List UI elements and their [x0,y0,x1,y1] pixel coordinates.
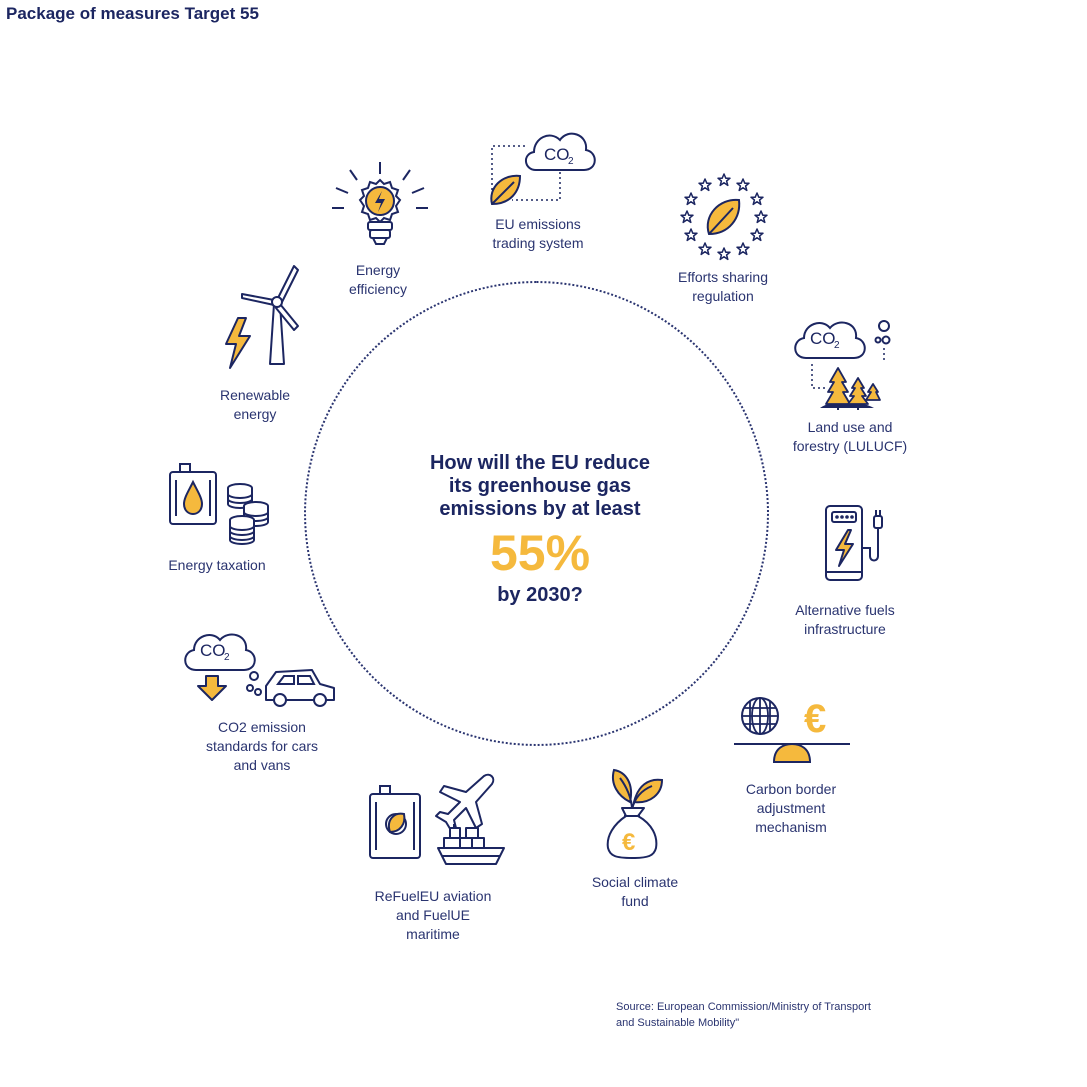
label-refuel: ReFuelEU aviation and FuelUE maritime [343,887,523,944]
label-line: Social climate [591,874,679,890]
label-line: trading system [492,235,584,251]
center-question: How will the EU reduce its greenhouse ga… [400,452,680,607]
label-line: Carbon border [745,781,837,797]
charging-station-icon [825,505,883,581]
page-title: Package of measures Target 55 [6,4,259,23]
label-ets: EU emissions trading system [448,215,628,253]
label-cbam: Carbon border adjustment mechanism [701,780,881,837]
label-line: and vans [233,757,291,773]
lightbulb-icon [332,162,428,245]
co2-text: CO [200,641,226,660]
target-percent: 55% [489,525,591,581]
label-line: and FuelUE [396,907,470,923]
plane-ship-fuel-icon [369,773,505,865]
co2-subscript: 2 [834,340,840,351]
label-co2-cars: CO2 emission standards for cars and vans [172,718,352,775]
globe-euro-balance-icon: € [734,697,850,763]
source-line: Source: European Commission/Ministry of … [616,1001,871,1013]
label-effort-sharing: Efforts sharing regulation [633,268,813,306]
eu-stars-leaf-icon [680,173,768,261]
label-lulucf: Land use and forestry (LULUCF) [760,418,940,456]
co2-car-icon: CO 2 [184,633,335,707]
euro-symbol: € [804,697,826,741]
source-line: and Sustainable Mobility" [616,1017,740,1029]
label-line: ReFuelEU aviation [374,888,492,904]
label-line: standards for cars [205,738,319,754]
label-line: maritime [406,926,460,942]
label-line: mechanism [755,819,827,835]
label-taxation: Energy taxation [127,556,307,575]
co2-subscript: 2 [224,652,230,663]
fuel-coins-icon [169,463,269,545]
label-line: forestry (LULUCF) [792,438,908,454]
label-line: Energy [355,262,401,278]
label-line: CO2 emission [218,719,306,735]
co2-text: CO [810,329,836,348]
label-line: adjustment [756,800,826,816]
label-line: Renewable [219,387,291,403]
target-year: by 2030? [497,584,583,606]
label-line: EU emissions [495,216,581,232]
label-social-fund: Social climate fund [545,873,725,911]
euro-bag-sprout-icon: € [606,768,664,859]
label-line: Efforts sharing [677,269,768,285]
label-line: Alternative fuels [795,602,895,618]
co2-cloud-leaf-icon: CO 2 [490,132,596,206]
label-renewable: Renewable energy [165,386,345,424]
euro-symbol: € [622,829,635,856]
label-line: efficiency [348,281,408,297]
label-line: energy [233,406,277,422]
co2-forest-icon: CO 2 [794,320,891,410]
label-alt-fuels: Alternative fuels infrastructure [755,601,935,639]
source-note: Source: European Commission/Ministry of … [616,999,871,1031]
dotted-circle [304,281,769,746]
label-line: regulation [692,288,754,304]
label-line: fund [621,893,649,909]
label-energy-efficiency: Energy efficiency [288,261,468,299]
co2-text: CO [544,145,570,164]
co2-subscript: 2 [568,156,574,167]
question-line-3: emissions by at least [439,498,641,520]
label-line: infrastructure [804,621,886,637]
label-line: Land use and [807,419,893,435]
wind-turbine-icon [225,265,299,369]
question-line-1: How will the EU reduce [429,452,651,474]
label-line: Energy taxation [168,557,266,573]
question-line-2: its greenhouse gas [448,475,632,497]
